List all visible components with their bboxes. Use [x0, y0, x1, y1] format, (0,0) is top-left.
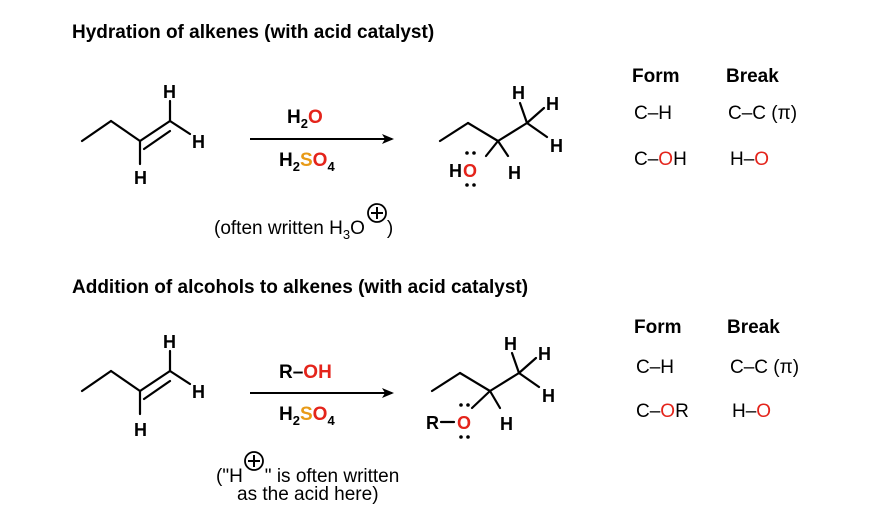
- section2-product-h-top: H: [504, 334, 517, 354]
- section1-reagent-water: H2O: [287, 107, 323, 131]
- section2-product-ether: [430, 351, 541, 424]
- section1-form-item-2: C–OH: [634, 149, 687, 170]
- section1-product-lone-pairs: [465, 151, 476, 187]
- section2-product-h-upper-right: H: [538, 344, 551, 364]
- section2-break-item-2: H–O: [732, 401, 772, 422]
- section2-reactant-h-bottom: H: [134, 420, 147, 440]
- section2-title: Addition of alcohols to alkenes (with ac…: [72, 277, 529, 298]
- positive-charge-icon: [366, 203, 387, 223]
- section1-break-header: Break: [726, 66, 779, 87]
- section1-product-oxygen: O: [463, 161, 477, 181]
- section1-reactant-alkene: [80, 99, 192, 166]
- section1-reactant-h-top: H: [163, 82, 176, 102]
- section1-break-item-1: C–C (π): [728, 103, 798, 124]
- section2-product-r-group: R: [426, 413, 439, 433]
- section1-product-h-upper-right: H: [546, 94, 559, 114]
- section1-form-item-1: C–H: [634, 103, 673, 124]
- section2-form-header: Form: [634, 317, 682, 338]
- section1-note: (often written H3O): [214, 203, 393, 242]
- section1-title: Hydration of alkenes (with acid catalyst…: [72, 22, 435, 43]
- section2-form-item-2: C–OR: [636, 401, 689, 422]
- section1-break-item-2: H–O: [730, 149, 770, 170]
- section2-reactant-alkene: [80, 349, 192, 416]
- section2-reagent-sulfuric-acid: H2SO4: [279, 404, 335, 428]
- section2-note-line1: ("H" is often written: [216, 451, 399, 488]
- section2-product-oxygen: O: [457, 413, 471, 433]
- section2-reagent-alcohol: R–OH: [279, 362, 332, 383]
- section1-product-alcohol: [438, 101, 549, 158]
- section1-form-header: Form: [632, 66, 680, 87]
- section1-product-h-right: H: [550, 136, 563, 156]
- section1-product-h-top: H: [512, 83, 525, 103]
- section2-reactant-h-top: H: [163, 332, 176, 352]
- section2-form-item-1: C–H: [636, 357, 675, 378]
- section2-break-header: Break: [727, 317, 780, 338]
- section2-break-item-1: C–C (π): [730, 357, 800, 378]
- section2-product-lone-pairs: [459, 403, 470, 439]
- section1-product-h-on-oxygen: H: [449, 161, 462, 181]
- section1-product-h-bottom: H: [508, 163, 521, 183]
- section1-reactant-h-right: H: [192, 132, 205, 152]
- section2-product-h-bottom: H: [500, 414, 513, 434]
- section2-reactant-h-right: H: [192, 382, 205, 402]
- section2-product-h-right: H: [542, 386, 555, 406]
- section1-reactant-h-bottom: H: [134, 168, 147, 188]
- section2-note-line2: as the acid here): [237, 484, 379, 505]
- positive-charge-icon: [243, 451, 264, 471]
- section1-reagent-sulfuric-acid: H2SO4: [279, 150, 335, 174]
